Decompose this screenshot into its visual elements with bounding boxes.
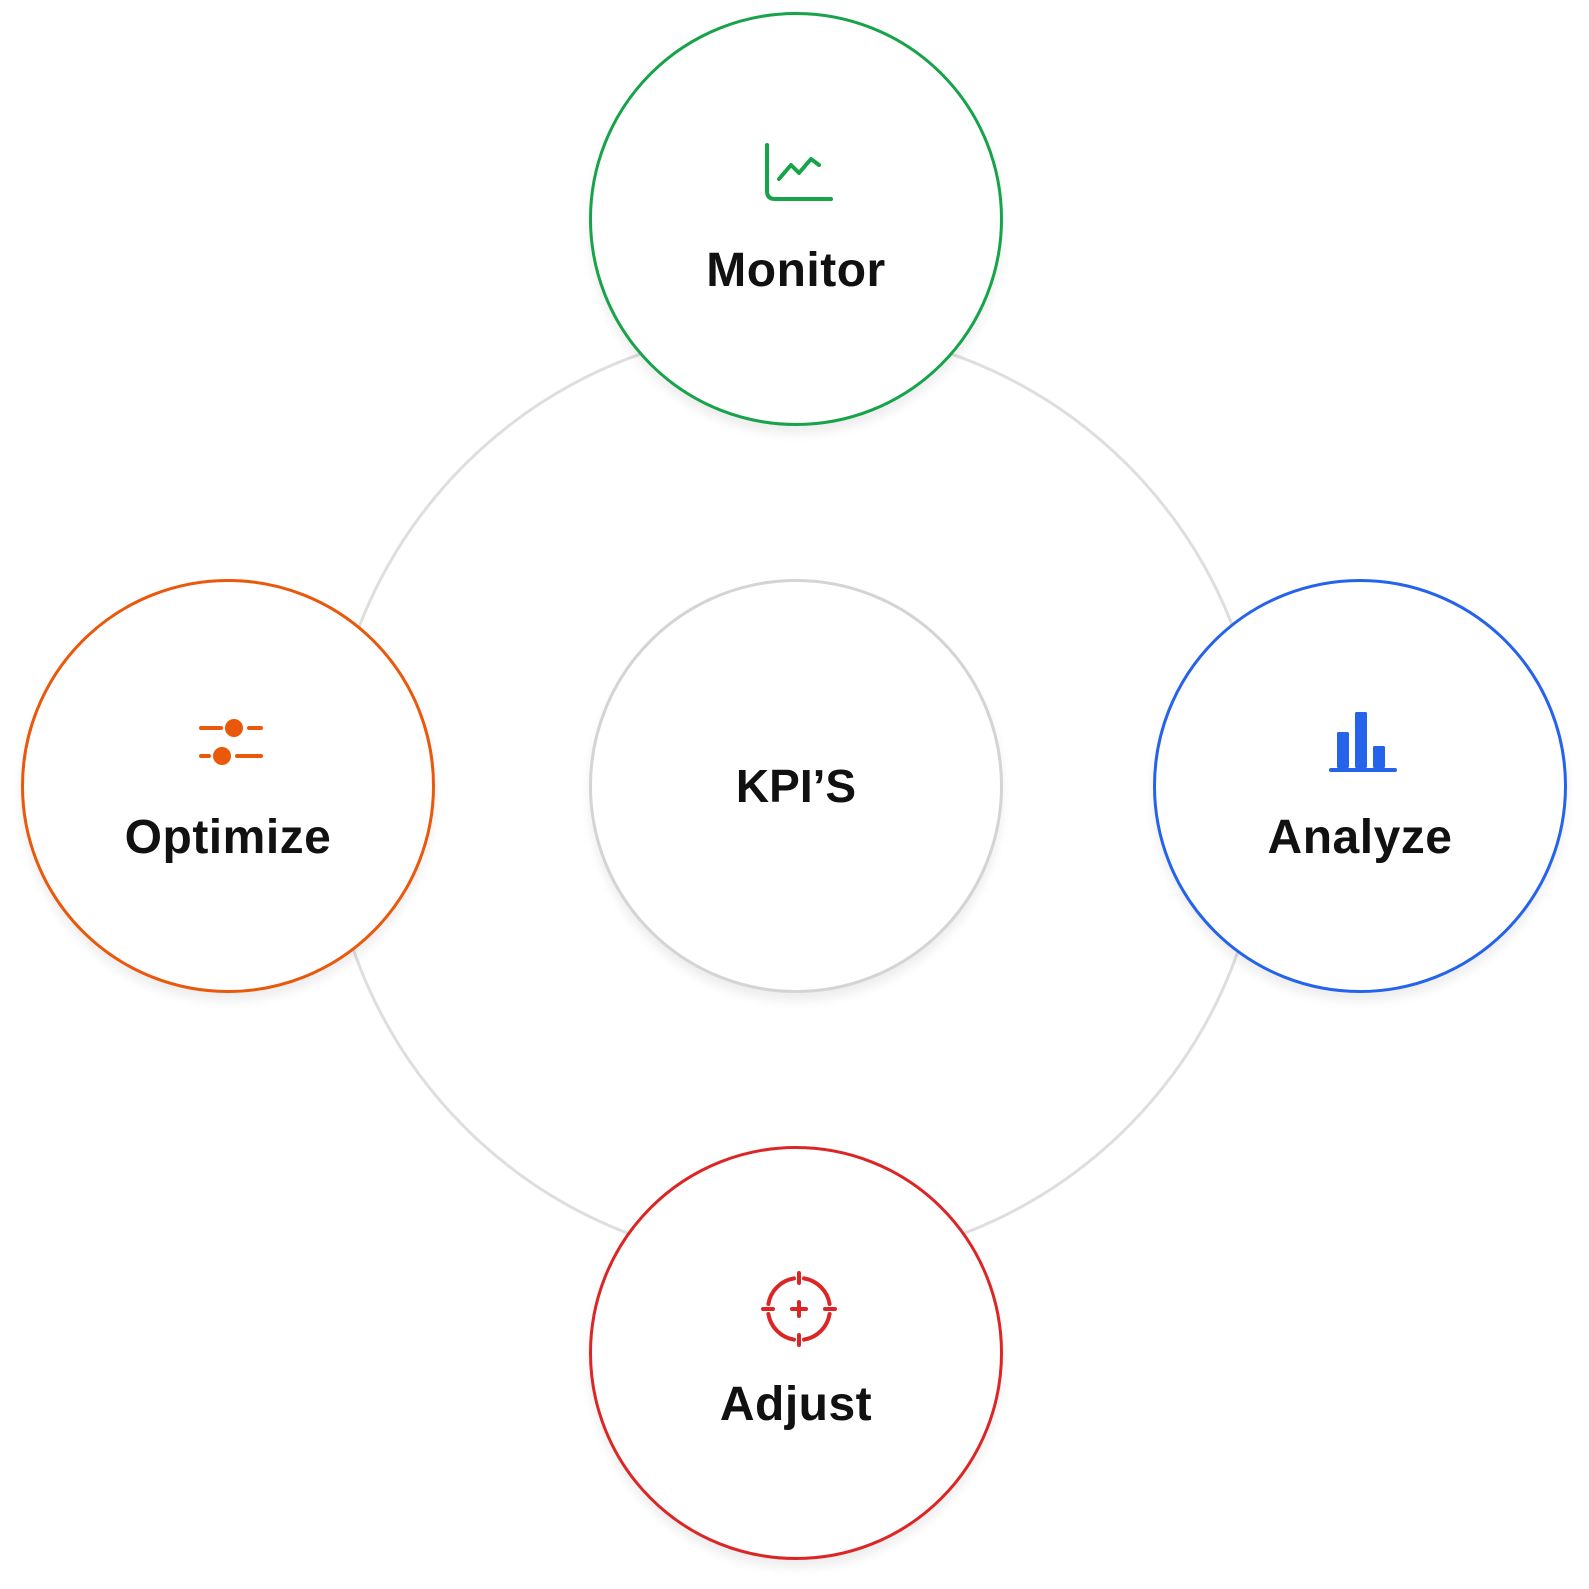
monitor-label: Monitor bbox=[706, 244, 886, 297]
monitor-node: Monitor bbox=[589, 12, 1003, 426]
analyze-label: Analyze bbox=[1267, 811, 1453, 864]
adjust-label: Adjust bbox=[719, 1378, 873, 1431]
analyze-node: Analyze bbox=[1153, 579, 1567, 993]
bar-chart-icon bbox=[1323, 702, 1403, 782]
line-chart-icon bbox=[759, 135, 839, 215]
optimize-node: Optimize bbox=[21, 579, 435, 993]
sliders-icon bbox=[191, 702, 271, 782]
adjust-node: Adjust bbox=[589, 1146, 1003, 1560]
kpis-center-node: KPI’S bbox=[589, 579, 1003, 993]
optimize-label: Optimize bbox=[124, 811, 332, 864]
kpis-label: KPI’S bbox=[735, 760, 857, 812]
crosshair-icon bbox=[759, 1269, 839, 1349]
